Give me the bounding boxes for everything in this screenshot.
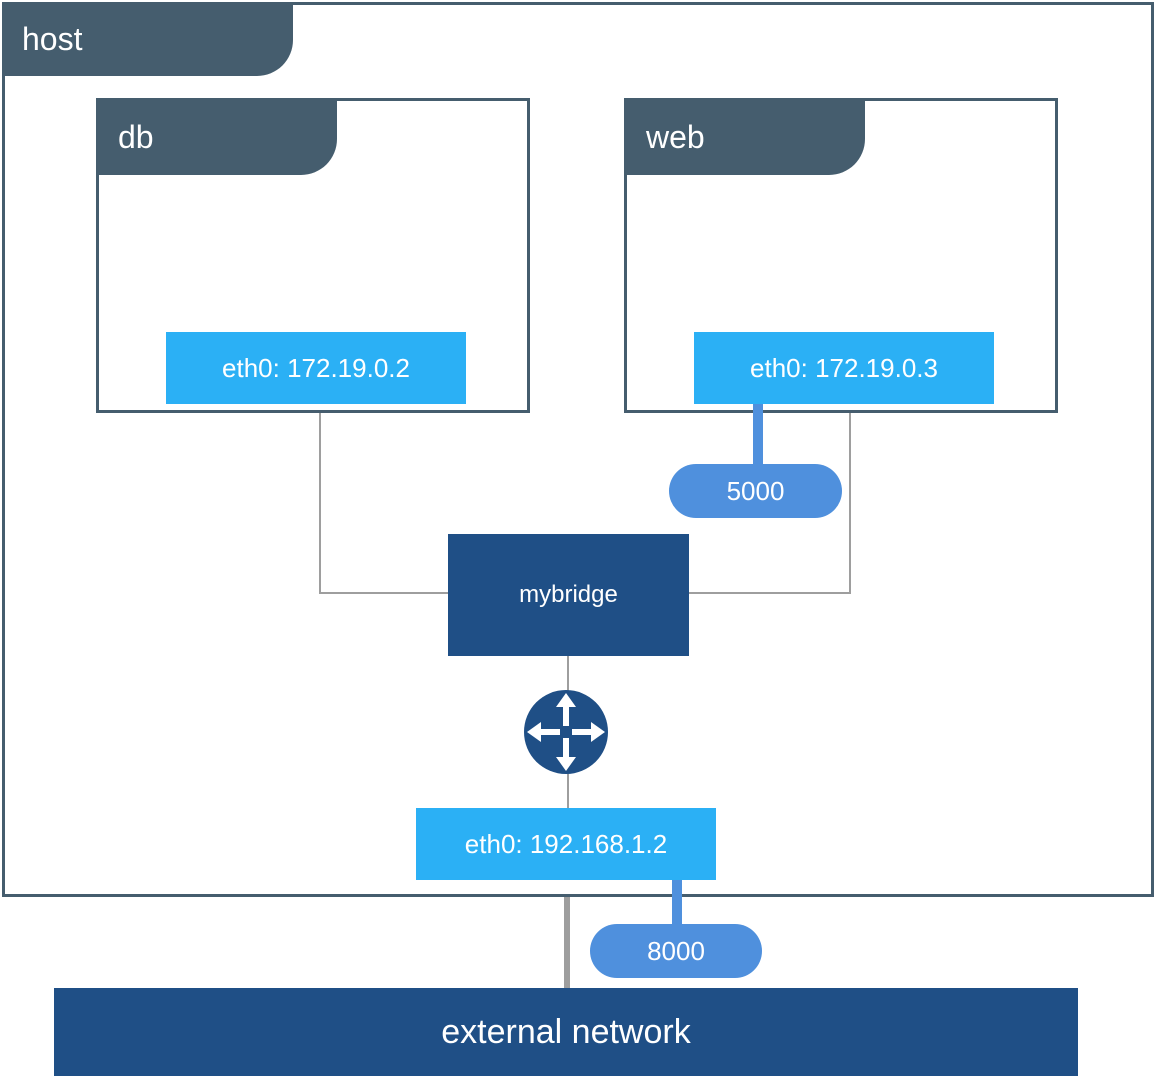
router-arrows-icon xyxy=(524,690,608,774)
host-label: host xyxy=(22,21,83,57)
db-label: db xyxy=(118,118,154,155)
host-tab: host xyxy=(2,2,293,76)
host-eth0-interface: eth0: 192.168.1.2 xyxy=(416,808,716,880)
mybridge-box: mybridge xyxy=(448,534,689,656)
web-label: web xyxy=(646,118,705,155)
db-tab: db xyxy=(96,98,337,175)
web-port-label: 5000 xyxy=(726,475,785,506)
db-eth0-label: eth0: 172.19.0.2 xyxy=(222,352,410,383)
web-port-badge: 5000 xyxy=(669,464,842,518)
host-eth0-label: eth0: 192.168.1.2 xyxy=(464,828,668,859)
web-eth0-label: eth0: 172.19.0.3 xyxy=(750,352,938,383)
host-port-label: 8000 xyxy=(647,935,705,966)
mybridge-label: mybridge xyxy=(519,581,618,608)
web-eth0-interface: eth0: 172.19.0.3 xyxy=(694,332,994,404)
db-eth0-interface: eth0: 172.19.0.2 xyxy=(166,332,466,404)
external-network-label: external network xyxy=(441,1012,691,1051)
external-network-box: external network xyxy=(54,988,1078,1076)
host-port-badge: 8000 xyxy=(590,924,762,978)
web-tab: web xyxy=(624,98,865,175)
